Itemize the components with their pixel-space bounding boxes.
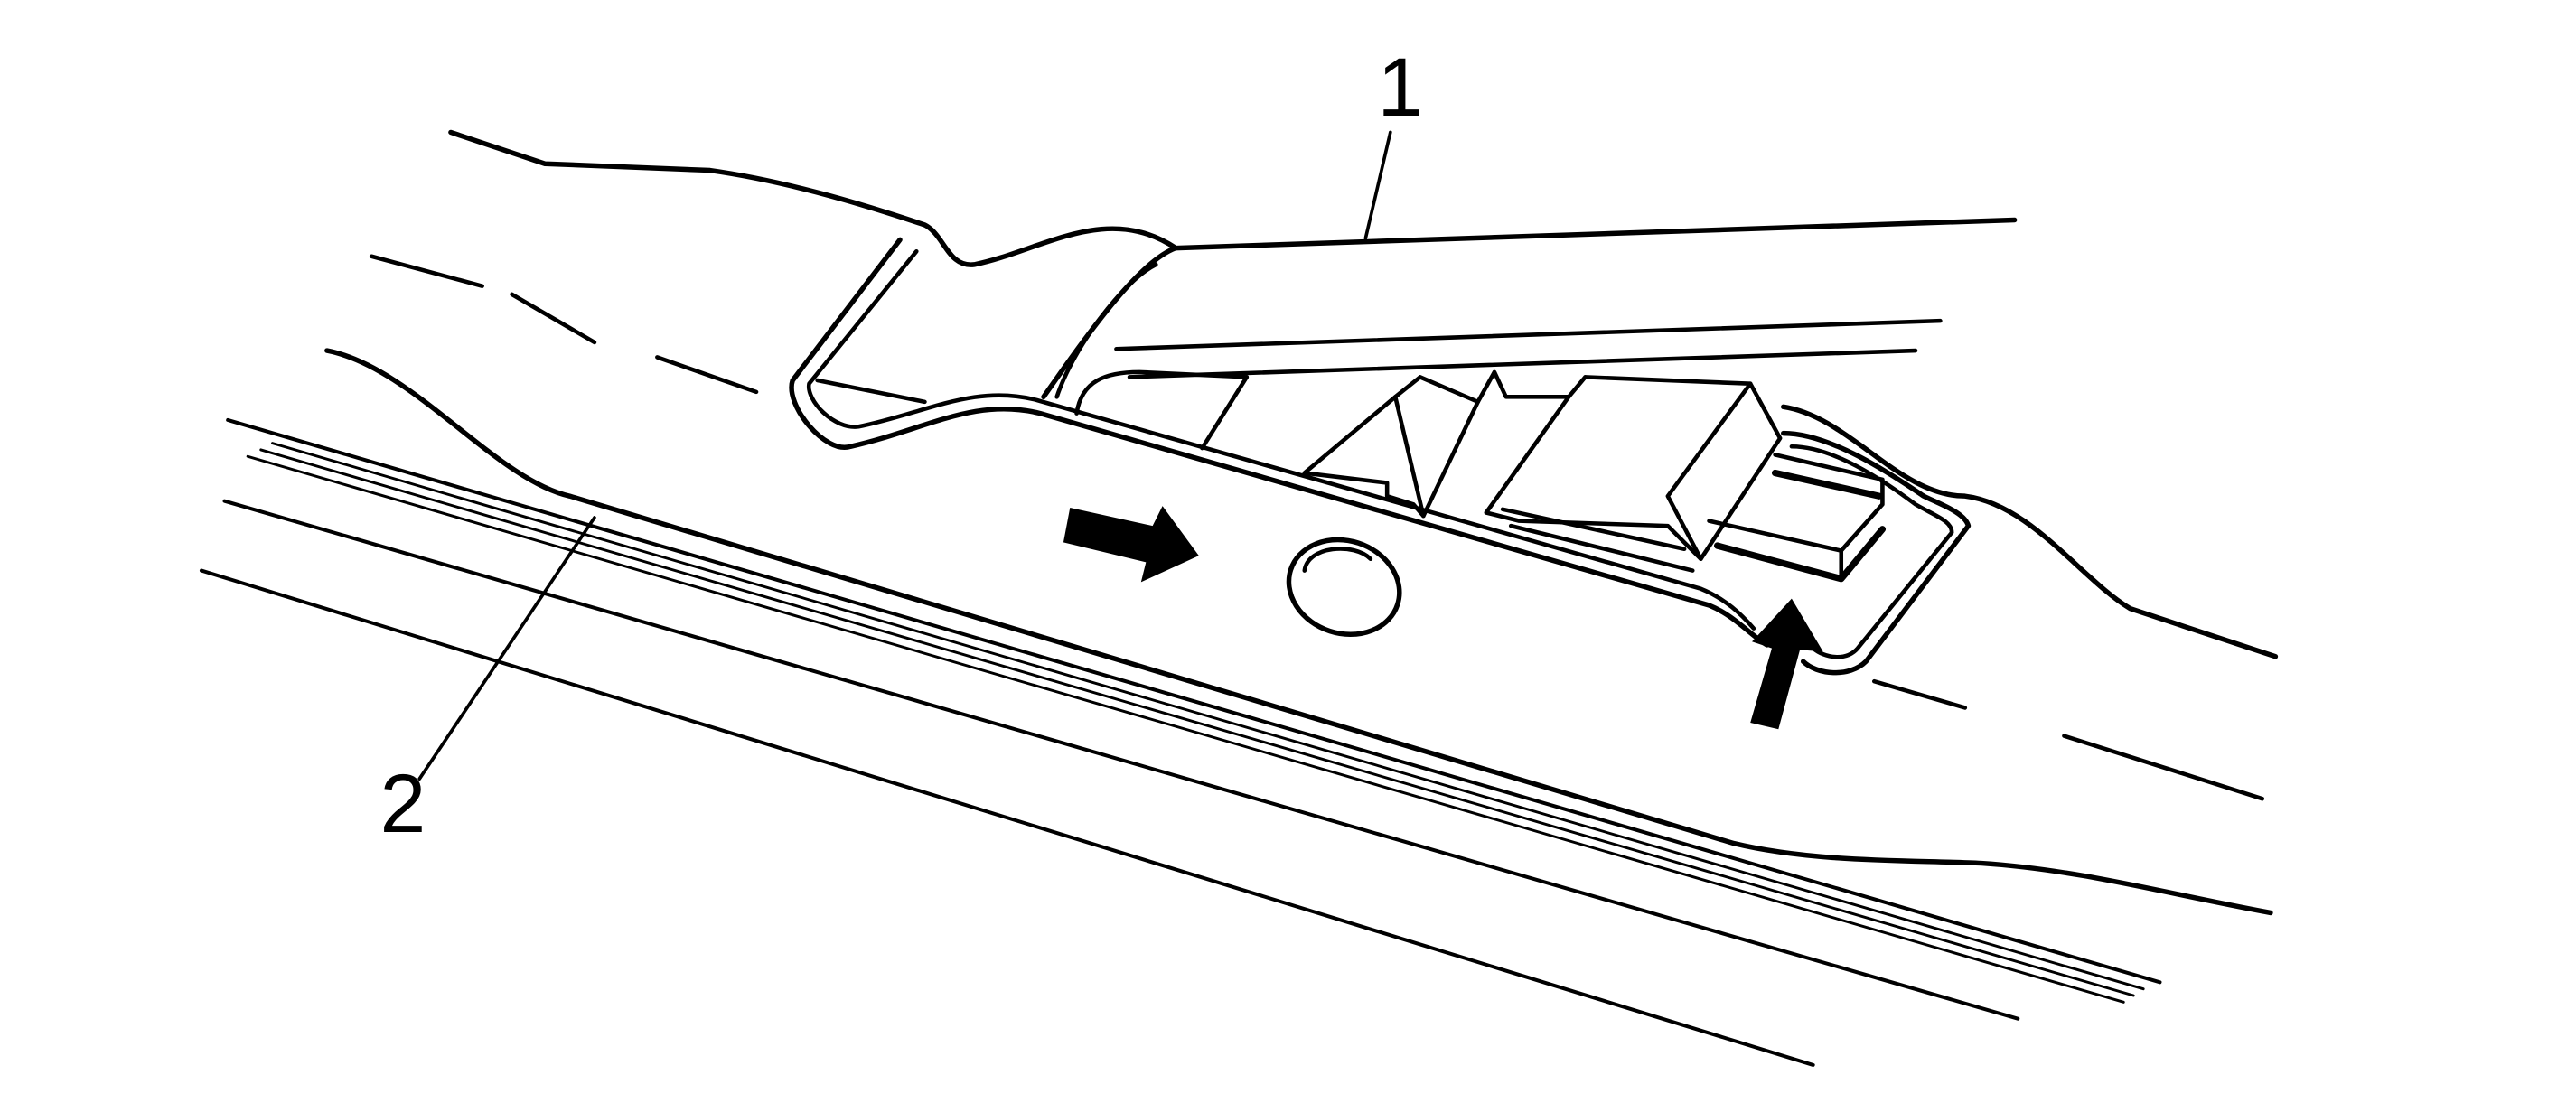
blade-strip-lines (199, 417, 2162, 1067)
callout-label-1: 1 (1377, 42, 1423, 134)
windshield-right-curve (1781, 404, 2279, 659)
latch-bracket-right (1781, 430, 1972, 676)
arm-hook-inner (807, 248, 1756, 631)
latch-floor (1500, 507, 1695, 573)
latch-adapter (1200, 369, 1972, 676)
dash-1 (369, 254, 484, 288)
rivet-inner (1302, 547, 1373, 573)
blade-line-c (259, 448, 2135, 997)
windshield-top-edge (448, 129, 2018, 267)
dash-4 (1872, 678, 1968, 710)
arm-front-inner (1054, 262, 1158, 399)
pivot-rivet (1286, 537, 1402, 638)
blade-line-a (226, 417, 2162, 985)
blade-line-d (246, 454, 2125, 1004)
callout-leaders (417, 130, 1392, 781)
latch-tab (1707, 453, 1885, 553)
latch-block-2 (1484, 375, 1783, 562)
dash-5 (2062, 734, 2265, 801)
blade-line-e (222, 499, 2020, 1021)
arm-inner-bend (1074, 369, 1250, 416)
arrow-up-icon (1750, 598, 1823, 730)
rivet-outer (1286, 537, 1402, 638)
dash-3 (655, 355, 759, 395)
dash-2 (510, 292, 597, 345)
arm-hook-outer (789, 237, 1770, 648)
leader-line-1 (1363, 130, 1392, 240)
dashed-lines (369, 254, 2265, 801)
latch-tab-shadow (1714, 469, 1887, 583)
arm-rail-lower (1127, 348, 1918, 379)
wiper-arm (789, 237, 1770, 648)
callout-label-2: 2 (380, 758, 426, 850)
latch-rib-1 (1200, 375, 1250, 451)
arrow-right-icon (1063, 506, 1199, 583)
latch-block-1-front (1393, 369, 1588, 519)
latch-block-2-edge (1665, 381, 1753, 562)
windshield-lines (324, 129, 2279, 916)
arm-rail-upper (1114, 318, 1943, 351)
leader-line-2 (417, 516, 596, 781)
blade-line-f (199, 568, 1815, 1067)
connector-ridge (815, 378, 927, 405)
direction-arrows (1063, 506, 1823, 730)
blade-upper-profile (324, 348, 2273, 916)
latch-bracket-right-inner (1789, 444, 1954, 659)
